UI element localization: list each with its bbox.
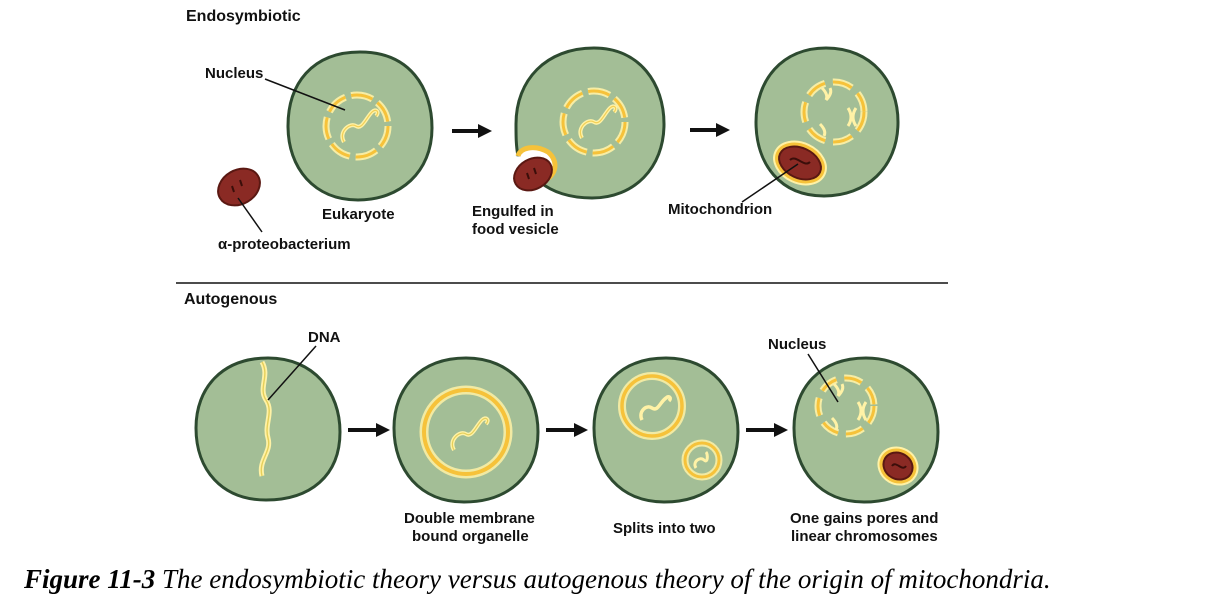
cell-membrane <box>792 356 940 504</box>
arrow-4 <box>546 423 588 437</box>
gains-pores-label-line1: One gains pores and <box>790 510 938 527</box>
mitochondrion <box>877 446 919 486</box>
linear-chromosomes <box>830 382 868 431</box>
dna-label: DNA <box>308 329 341 346</box>
chromosome-dna <box>340 108 380 144</box>
eukaryote-cell <box>286 50 434 202</box>
cell-nucleus-and-mitochondrion <box>792 356 940 504</box>
figure-caption: Figure 11-3 The endosymbiotic theory ver… <box>23 564 1051 594</box>
engulfed-label-line2: food vesicle <box>472 221 559 238</box>
figure-caption-text: The endosymbiotic theory versus autogeno… <box>155 564 1050 594</box>
alpha-proteobacterium <box>217 167 261 207</box>
double-membrane-organelle <box>419 385 513 479</box>
cell-membrane <box>392 356 540 504</box>
gains-pores-label-line2: linear chromosomes <box>791 528 938 545</box>
arrow-3 <box>348 423 390 437</box>
small-organelle <box>681 439 723 481</box>
dna-strand <box>258 360 272 477</box>
engulfed-label-line1: Engulfed in <box>472 203 554 220</box>
engulfing-cell <box>513 46 666 200</box>
nucleus-leader-line-autogenous <box>807 353 839 403</box>
cell-double-membrane <box>392 356 540 504</box>
chromosome-dna <box>578 104 618 140</box>
nucleus-label-endosymbiotic: Nucleus <box>205 65 263 82</box>
linear-chromosomes <box>818 86 858 137</box>
cell-with-mitochondrion <box>754 46 900 198</box>
cell-membrane <box>754 46 900 198</box>
figure-number: Figure 11-3 <box>23 564 155 594</box>
bacterium-leader-line <box>237 197 263 233</box>
eukaryote-label: Eukaryote <box>322 206 395 223</box>
double-membrane-label-line2: bound organelle <box>412 528 529 545</box>
nucleus-leader-line <box>264 78 346 111</box>
arrow-1 <box>452 124 492 138</box>
mitochondrion-label: Mitochondrion <box>668 201 772 218</box>
nucleus-envelope <box>322 91 392 161</box>
bacterium-label: α-proteobacterium <box>218 236 351 253</box>
arrow-2 <box>690 123 730 137</box>
large-organelle <box>618 372 686 440</box>
splits-label: Splits into two <box>613 520 716 537</box>
nucleus-label-autogenous: Nucleus <box>768 336 826 353</box>
section-title-autogenous: Autogenous <box>184 291 277 308</box>
nucleus-envelope <box>814 374 878 438</box>
nucleus-envelope <box>559 87 629 157</box>
double-membrane-label-line1: Double membrane <box>404 510 535 527</box>
section-title-endosymbiotic: Endosymbiotic <box>186 8 301 25</box>
prokaryote-cell-dna <box>194 356 342 502</box>
nucleus-envelope <box>800 78 868 146</box>
dna-leader-line <box>267 345 317 401</box>
mitochondrion-leader-line <box>741 163 799 203</box>
engulfed-bacterium <box>513 145 558 192</box>
mitochondrion <box>773 140 827 186</box>
cell-split <box>592 356 740 504</box>
arrow-5 <box>746 423 788 437</box>
